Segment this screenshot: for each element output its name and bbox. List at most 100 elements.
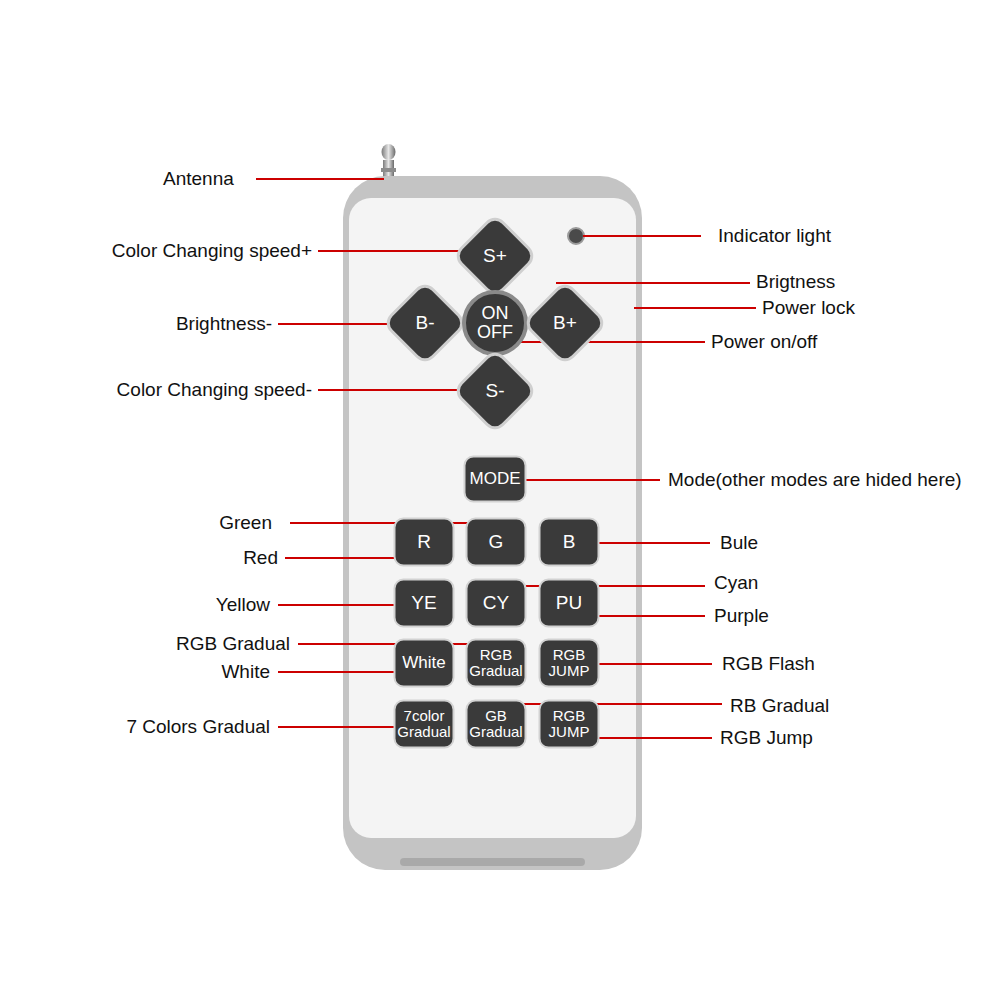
callout-label: Color Changing speed+ bbox=[112, 239, 312, 263]
leader-line bbox=[505, 703, 722, 705]
button-label: B- bbox=[416, 313, 435, 333]
button-label: ON OFF bbox=[477, 304, 513, 342]
remote-button: RGB JUMP bbox=[538, 638, 600, 688]
button-label: RGB Gradual bbox=[469, 647, 522, 679]
callout-label: Bule bbox=[720, 531, 758, 555]
remote-button: B+ bbox=[522, 280, 608, 366]
remote-button: S+ bbox=[452, 213, 538, 299]
button-outline bbox=[454, 350, 537, 433]
leader-line bbox=[583, 235, 701, 237]
callout-label: Yellow bbox=[216, 593, 270, 617]
button-label: PU bbox=[556, 593, 582, 613]
button-label: RGB JUMP bbox=[549, 647, 590, 679]
leader-line bbox=[508, 585, 705, 587]
button-label: B bbox=[563, 532, 576, 552]
button-outline bbox=[395, 580, 454, 627]
leader-line bbox=[278, 671, 394, 673]
button-outline bbox=[395, 701, 454, 748]
leader-line bbox=[592, 542, 710, 544]
button-outline bbox=[540, 701, 599, 748]
leader-line bbox=[318, 389, 466, 391]
button-outline bbox=[467, 701, 526, 748]
leader-line bbox=[278, 323, 398, 325]
remote-button: CY bbox=[465, 578, 527, 628]
remote-button: GB Gradual bbox=[465, 699, 527, 749]
button-outline bbox=[540, 580, 599, 627]
remote-button: G bbox=[465, 517, 527, 567]
button-label: R bbox=[417, 532, 431, 552]
leader-lines bbox=[256, 179, 756, 738]
leader-line bbox=[318, 250, 466, 252]
callout-label: Indicator light bbox=[718, 224, 831, 248]
remote-face bbox=[349, 198, 636, 838]
callout-label: Brightness- bbox=[176, 312, 272, 336]
callout-label: Red bbox=[243, 546, 278, 570]
remote-button: 7color Gradual bbox=[393, 699, 455, 749]
callout-label: Antenna bbox=[163, 167, 234, 191]
button-label: CY bbox=[483, 593, 509, 613]
remote-button: R bbox=[393, 517, 455, 567]
button-outline bbox=[540, 640, 599, 687]
button-outline bbox=[395, 519, 454, 566]
leader-line bbox=[584, 615, 705, 617]
remote-button: B bbox=[538, 517, 600, 567]
remote-button: PU bbox=[538, 578, 600, 628]
button-label: White bbox=[402, 654, 445, 672]
leader-line bbox=[505, 341, 705, 343]
antenna-tip bbox=[382, 144, 396, 160]
button-outline bbox=[467, 640, 526, 687]
remote-button: RGB JUMP bbox=[538, 699, 600, 749]
callout-label: RGB Flash bbox=[722, 652, 815, 676]
remote-button: White bbox=[393, 638, 455, 688]
callout-label: Purple bbox=[714, 604, 769, 628]
leader-line bbox=[278, 726, 394, 728]
button-outline bbox=[395, 640, 454, 687]
callout-label: Green bbox=[219, 511, 272, 535]
leader-line bbox=[256, 178, 384, 180]
button-outline bbox=[465, 457, 526, 502]
callout-label: RGB Gradual bbox=[176, 632, 290, 656]
callout-label: RGB Jump bbox=[720, 726, 813, 750]
remote-button: S- bbox=[452, 348, 538, 434]
button-label: MODE bbox=[470, 470, 521, 488]
remote-button: RGB Gradual bbox=[465, 638, 527, 688]
callout-label: Brigtness bbox=[756, 270, 835, 294]
remote-button: YE bbox=[393, 578, 455, 628]
callout-label: RB Gradual bbox=[730, 694, 829, 718]
button-label: RGB JUMP bbox=[549, 708, 590, 740]
leader-line bbox=[634, 307, 756, 309]
button-outline bbox=[524, 282, 607, 365]
callout-label: White bbox=[221, 660, 270, 684]
leader-line bbox=[278, 604, 398, 606]
button-outline bbox=[454, 215, 537, 298]
leader-line bbox=[596, 737, 712, 739]
leader-line bbox=[521, 479, 660, 481]
button-label: S+ bbox=[483, 246, 507, 266]
leader-line bbox=[285, 557, 400, 559]
antenna-ring bbox=[381, 168, 396, 172]
button-label: GB Gradual bbox=[469, 708, 522, 740]
button-outline bbox=[384, 282, 467, 365]
button-label: YE bbox=[411, 593, 436, 613]
callout-label: Cyan bbox=[714, 571, 758, 595]
remote-slot bbox=[400, 858, 585, 866]
callout-label: 7 Colors Gradual bbox=[126, 715, 270, 739]
remote-button: ON OFF bbox=[462, 290, 528, 356]
remote-button: B- bbox=[382, 280, 468, 366]
callout-label: Power lock bbox=[762, 296, 855, 320]
button-label: S- bbox=[486, 381, 505, 401]
button-label: B+ bbox=[553, 313, 577, 333]
button-outline bbox=[467, 519, 526, 566]
indicator-light bbox=[568, 228, 584, 244]
callout-label: Color Changing speed- bbox=[117, 378, 312, 402]
button-label: 7color Gradual bbox=[397, 708, 450, 740]
button-outline bbox=[464, 292, 526, 354]
leader-line bbox=[594, 663, 712, 665]
button-outline bbox=[540, 519, 599, 566]
remote-button: MODE bbox=[463, 455, 527, 503]
callout-label: Power on/off bbox=[711, 330, 817, 354]
button-label: G bbox=[489, 532, 504, 552]
button-outline bbox=[467, 580, 526, 627]
leader-line bbox=[556, 282, 750, 284]
